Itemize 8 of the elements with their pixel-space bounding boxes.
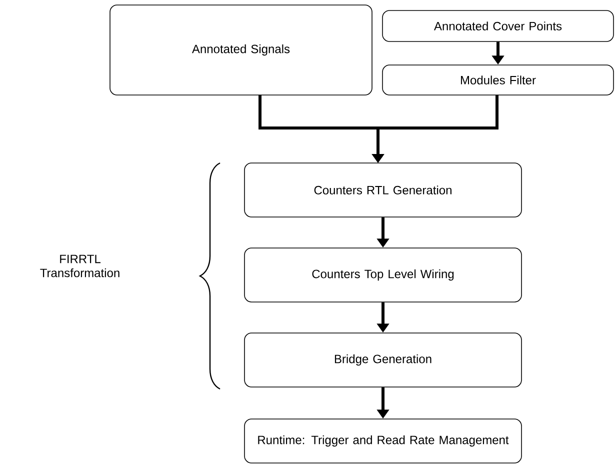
process-box: Counters Top Level Wiring (244, 248, 522, 302)
process-box: Runtime: Trigger and Read Rate Management (244, 418, 522, 464)
group-label: FIRRTL Transformation (40, 254, 120, 278)
process-box: Annotated Cover Points (382, 10, 614, 42)
process-box: Annotated Signals (110, 4, 372, 96)
process-box: Bridge Generation (244, 332, 522, 388)
process-box: Modules Filter (382, 64, 614, 96)
process-box: Counters RTL Generation (244, 162, 522, 218)
